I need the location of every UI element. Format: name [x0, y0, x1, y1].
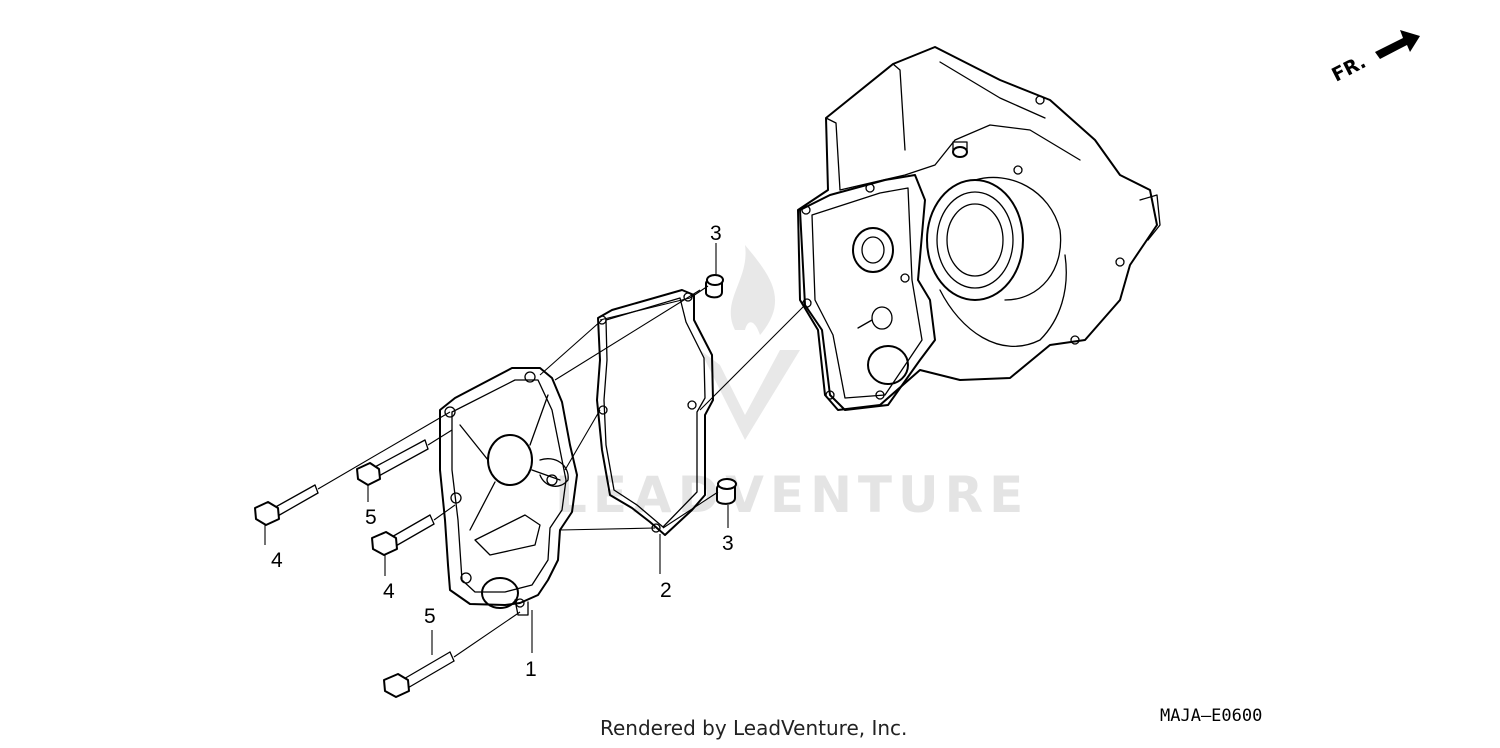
bearing-bore: [926, 179, 1024, 301]
dowel-pin-lower: [716, 478, 737, 505]
diagram-code: MAJA–E0600: [1160, 706, 1263, 726]
cover-boss: [487, 434, 533, 486]
gasket-inner: [603, 297, 706, 528]
gasket-outer: [596, 289, 714, 536]
watermark-logo-icon: [700, 245, 800, 440]
front-arrow-icon: [1375, 30, 1420, 59]
bolt-4-upper: [254, 484, 319, 526]
bolt-5-lower: [383, 651, 455, 698]
callout-5-lower: 5: [424, 605, 436, 628]
engine-crankcase: [797, 46, 1161, 411]
callout-4-left: 4: [271, 549, 283, 572]
rendered-by-credit: Rendered by LeadVenture, Inc.: [600, 716, 908, 740]
callout-2: 2: [660, 579, 672, 602]
callout-4-right: 4: [383, 580, 395, 603]
bolt-5-upper: [356, 439, 429, 486]
crankcase-gasket-face: [799, 174, 936, 411]
watermark: LEADVENTURE: [555, 245, 1029, 524]
bolt-4-lower: [371, 514, 435, 556]
callout-leaders: [264, 243, 729, 655]
dowel-pin-upper: [705, 274, 724, 299]
callout-3-upper: 3: [710, 222, 722, 245]
gasket-part-2: [596, 289, 714, 536]
callout-labels: 1 2 3 3 4 4 5 5: [271, 222, 734, 681]
front-label: FR.: [1328, 51, 1369, 87]
crankcase-outline: [797, 46, 1158, 411]
callout-5-upper: 5: [365, 506, 377, 529]
callout-3-lower: 3: [722, 532, 734, 555]
cover-inner-rib: [451, 379, 567, 593]
projection-lines: [317, 285, 806, 658]
watermark-text: LEADVENTURE: [555, 466, 1029, 524]
front-direction-indicator: FR.: [1328, 30, 1420, 86]
callout-1: 1: [525, 658, 537, 681]
